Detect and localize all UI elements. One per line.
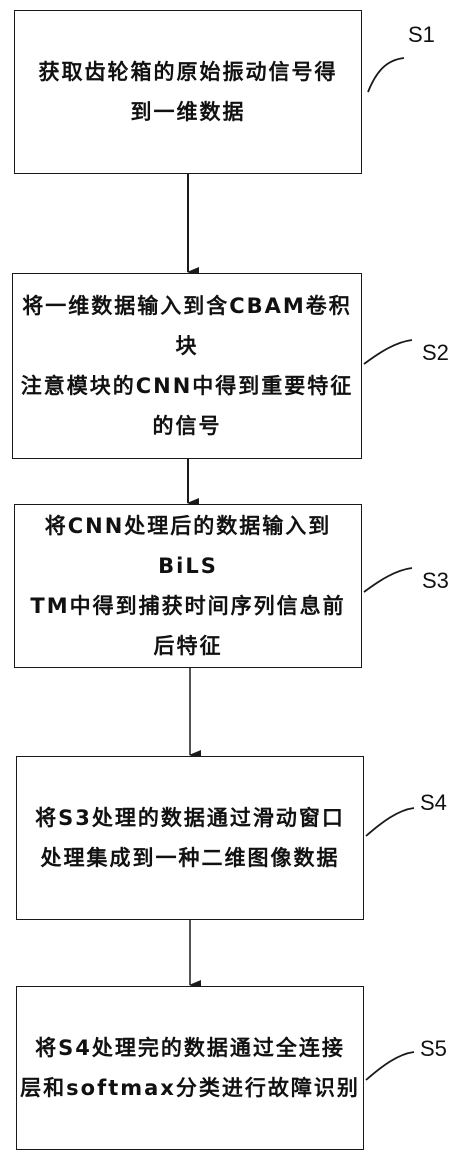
step-label-s2: S2 [422,340,449,365]
step-text-s5: 将S4处理完的数据通过全连接 层和softmax分类进行故障识别 [20,1036,360,1100]
leader-s5 [365,1051,415,1081]
step-text-s3: 将CNN处理后的数据输入到BiLS TM中得到捕获时间序列信息前 后特征 [30,514,346,658]
step-label-s3: S3 [422,568,449,593]
leader-s4 [365,807,415,837]
leader-s3 [363,567,413,593]
leader-s2 [363,339,413,365]
step-label-s5: S5 [420,1036,447,1061]
step-box-s3: 将CNN处理后的数据输入到BiLS TM中得到捕获时间序列信息前 后特征 [14,504,362,668]
step-label-s1: S1 [408,22,435,47]
step-text-s4: 将S3处理的数据通过滑动窗口 处理集成到一种二维图像数据 [35,806,345,870]
step-box-s5: 将S4处理完的数据通过全连接 层和softmax分类进行故障识别 [16,986,364,1150]
step-text-s2: 将一维数据输入到含CBAM卷积块 注意模块的CNN中得到重要特征 的信号 [20,294,354,438]
step-text-s1: 获取齿轮箱的原始振动信号得 到一维数据 [38,60,338,124]
step-box-s4: 将S3处理的数据通过滑动窗口 处理集成到一种二维图像数据 [16,756,364,920]
step-label-s4: S4 [420,790,447,815]
step-box-s1: 获取齿轮箱的原始振动信号得 到一维数据 [14,10,362,174]
leader-s1 [367,57,405,93]
step-box-s2: 将一维数据输入到含CBAM卷积块 注意模块的CNN中得到重要特征 的信号 [12,273,362,459]
